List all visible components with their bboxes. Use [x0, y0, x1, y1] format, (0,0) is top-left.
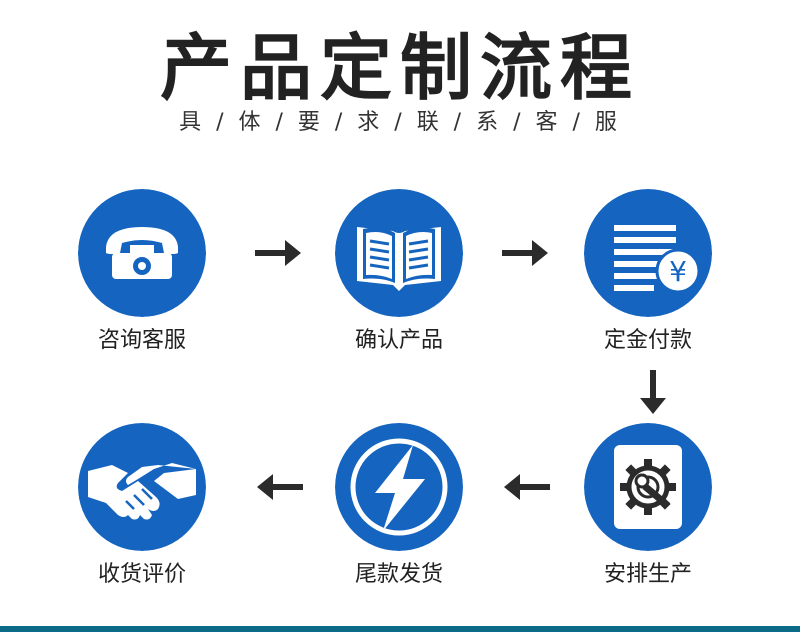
step-deposit-circle: ¥	[584, 189, 712, 317]
handshake-icon	[78, 423, 206, 551]
arrow-right-icon	[255, 240, 301, 266]
arrow-down-icon	[640, 370, 666, 414]
step-shipping: 尾款发货	[314, 423, 484, 613]
lightning-icon	[335, 423, 463, 551]
step-consult-label: 咨询客服	[97, 328, 186, 353]
open-book-icon	[335, 189, 463, 317]
telephone-icon	[78, 189, 206, 317]
step-production-circle	[584, 423, 712, 551]
bottom-divider	[0, 626, 800, 632]
step-consult-circle	[78, 189, 206, 317]
arrow-left-icon	[504, 474, 550, 500]
document-yuan-icon: ¥	[584, 189, 712, 317]
page-title: 产品定制流程	[159, 26, 640, 110]
step-confirm-label: 确认产品	[354, 328, 443, 353]
step-confirm-circle	[335, 189, 463, 317]
step-production-label: 安排生产	[603, 562, 692, 587]
step-review-label: 收货评价	[97, 562, 186, 587]
step-confirm: 确认产品	[314, 189, 484, 379]
arrow-left-icon	[257, 474, 303, 500]
step-shipping-label: 尾款发货	[354, 562, 443, 587]
step-production: 安排生产	[563, 423, 733, 613]
page-subtitle: 具 / 体 / 要 / 求 / 联 / 系 / 客 / 服	[179, 110, 621, 135]
arrow-right-icon	[502, 240, 548, 266]
step-deposit: ¥ 定金付款	[563, 189, 733, 379]
yuan-symbol: ¥	[669, 255, 687, 288]
step-shipping-circle	[335, 423, 463, 551]
step-review: 收货评价	[57, 423, 227, 613]
step-deposit-label: 定金付款	[603, 328, 692, 353]
gear-wrench-icon	[584, 423, 712, 551]
step-consult: 咨询客服	[57, 189, 227, 379]
step-review-circle	[78, 423, 206, 551]
